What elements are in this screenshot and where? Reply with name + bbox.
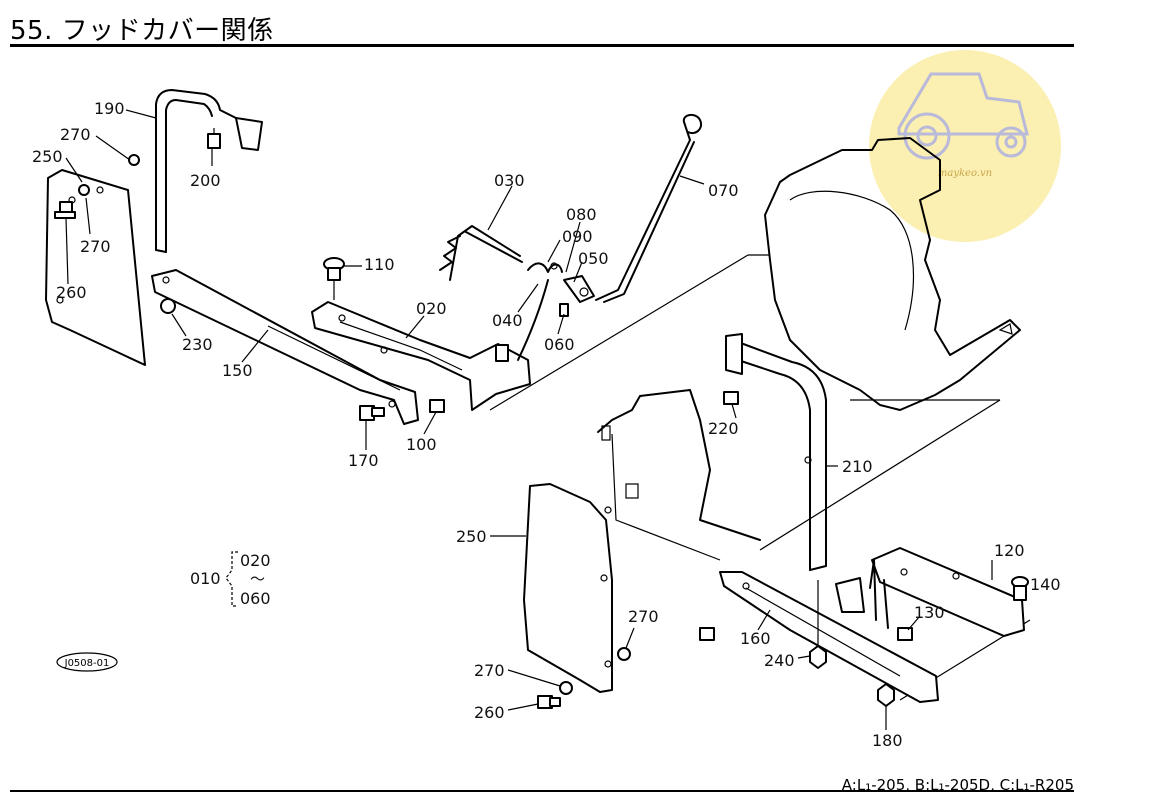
assembly-code: 010 <box>190 569 221 588</box>
bottom-rule <box>10 790 1074 792</box>
bolt-260-right <box>537 695 561 709</box>
label-160: 160 <box>740 629 771 648</box>
bolt-loose <box>699 627 715 641</box>
engine-housing <box>764 137 1021 411</box>
nut-240 <box>809 645 827 669</box>
bolt-130 <box>897 627 913 641</box>
label-070: 070 <box>708 181 739 200</box>
bolt-170 <box>359 405 385 421</box>
label-220: 220 <box>708 419 739 438</box>
spring-assembly-090-080 <box>527 262 563 273</box>
label-030: 030 <box>494 171 525 190</box>
label-150: 150 <box>222 361 253 380</box>
label-270: 270 <box>474 661 505 680</box>
spring-040 <box>517 279 549 361</box>
nut-270-right <box>617 647 631 661</box>
lever-030 <box>439 225 523 281</box>
label-250: 250 <box>456 527 487 546</box>
model-applicability: A:L₁-205, B:L₁-205D, C:L₁-R205 <box>841 776 1074 794</box>
label-050: 050 <box>578 249 609 268</box>
figure-code-badge: J0508-01 <box>56 652 118 672</box>
connector-line <box>489 254 749 411</box>
tractor-icon <box>897 72 1029 160</box>
page-title: 55. フッドカバー関係 <box>10 16 274 46</box>
label-080: 080 <box>566 205 597 224</box>
rod-070 <box>595 114 702 303</box>
label-140: 140 <box>1030 575 1061 594</box>
label-200: 200 <box>190 171 221 190</box>
bracket-120 <box>835 547 1025 637</box>
bolt-220 <box>723 391 739 405</box>
bolt-260-left <box>54 154 140 219</box>
bolt-200 <box>207 128 221 149</box>
label-250: 250 <box>32 147 63 166</box>
arm-050 <box>559 275 595 317</box>
side-panel-left <box>45 169 146 366</box>
nut-270-lower <box>559 681 573 695</box>
knob-140 <box>1011 576 1029 601</box>
assembly-reference: 010 020 〜 060 <box>190 551 271 608</box>
stay-190 <box>155 89 263 253</box>
bolt-180 <box>877 683 895 722</box>
label-270: 270 <box>628 607 659 626</box>
bolt-100 <box>429 399 445 413</box>
label-230: 230 <box>182 335 213 354</box>
page-header: 55. フッドカバー関係 <box>10 4 1074 47</box>
label-260: 260 <box>474 703 505 722</box>
bracket-160 <box>719 571 939 703</box>
label-180: 180 <box>872 731 903 750</box>
label-270: 270 <box>80 237 111 256</box>
label-170: 170 <box>348 451 379 470</box>
bracket-020 <box>311 301 531 411</box>
label-210: 210 <box>842 457 873 476</box>
watermark-logo: maykeo.vn <box>869 50 1061 242</box>
watermark-text: maykeo.vn <box>937 168 993 179</box>
figure-code: J0508-01 <box>64 658 110 669</box>
label-260: 260 <box>56 283 87 302</box>
assembly-to: 060 <box>240 589 271 608</box>
connector-line <box>759 399 1001 551</box>
label-090: 090 <box>562 227 593 246</box>
label-060: 060 <box>544 335 575 354</box>
inner-panel-right <box>597 389 761 561</box>
label-130: 130 <box>914 603 945 622</box>
label-270: 270 <box>60 125 91 144</box>
label-110: 110 <box>364 255 395 274</box>
label-240: 240 <box>764 651 795 670</box>
bracket-150 <box>151 269 419 425</box>
label-120: 120 <box>994 541 1025 560</box>
assembly-from: 020 <box>240 551 271 570</box>
knob-110 <box>323 257 345 300</box>
title-underline <box>10 44 1074 47</box>
assembly-separator: 〜 <box>250 570 265 588</box>
nut-230 <box>160 298 176 314</box>
label-190: 190 <box>94 99 125 118</box>
label-100: 100 <box>406 435 437 454</box>
side-panel-right <box>523 483 613 693</box>
stay-210 <box>725 333 827 571</box>
label-040: 040 <box>492 311 523 330</box>
label-020: 020 <box>416 299 447 318</box>
leader-lines <box>65 109 993 730</box>
